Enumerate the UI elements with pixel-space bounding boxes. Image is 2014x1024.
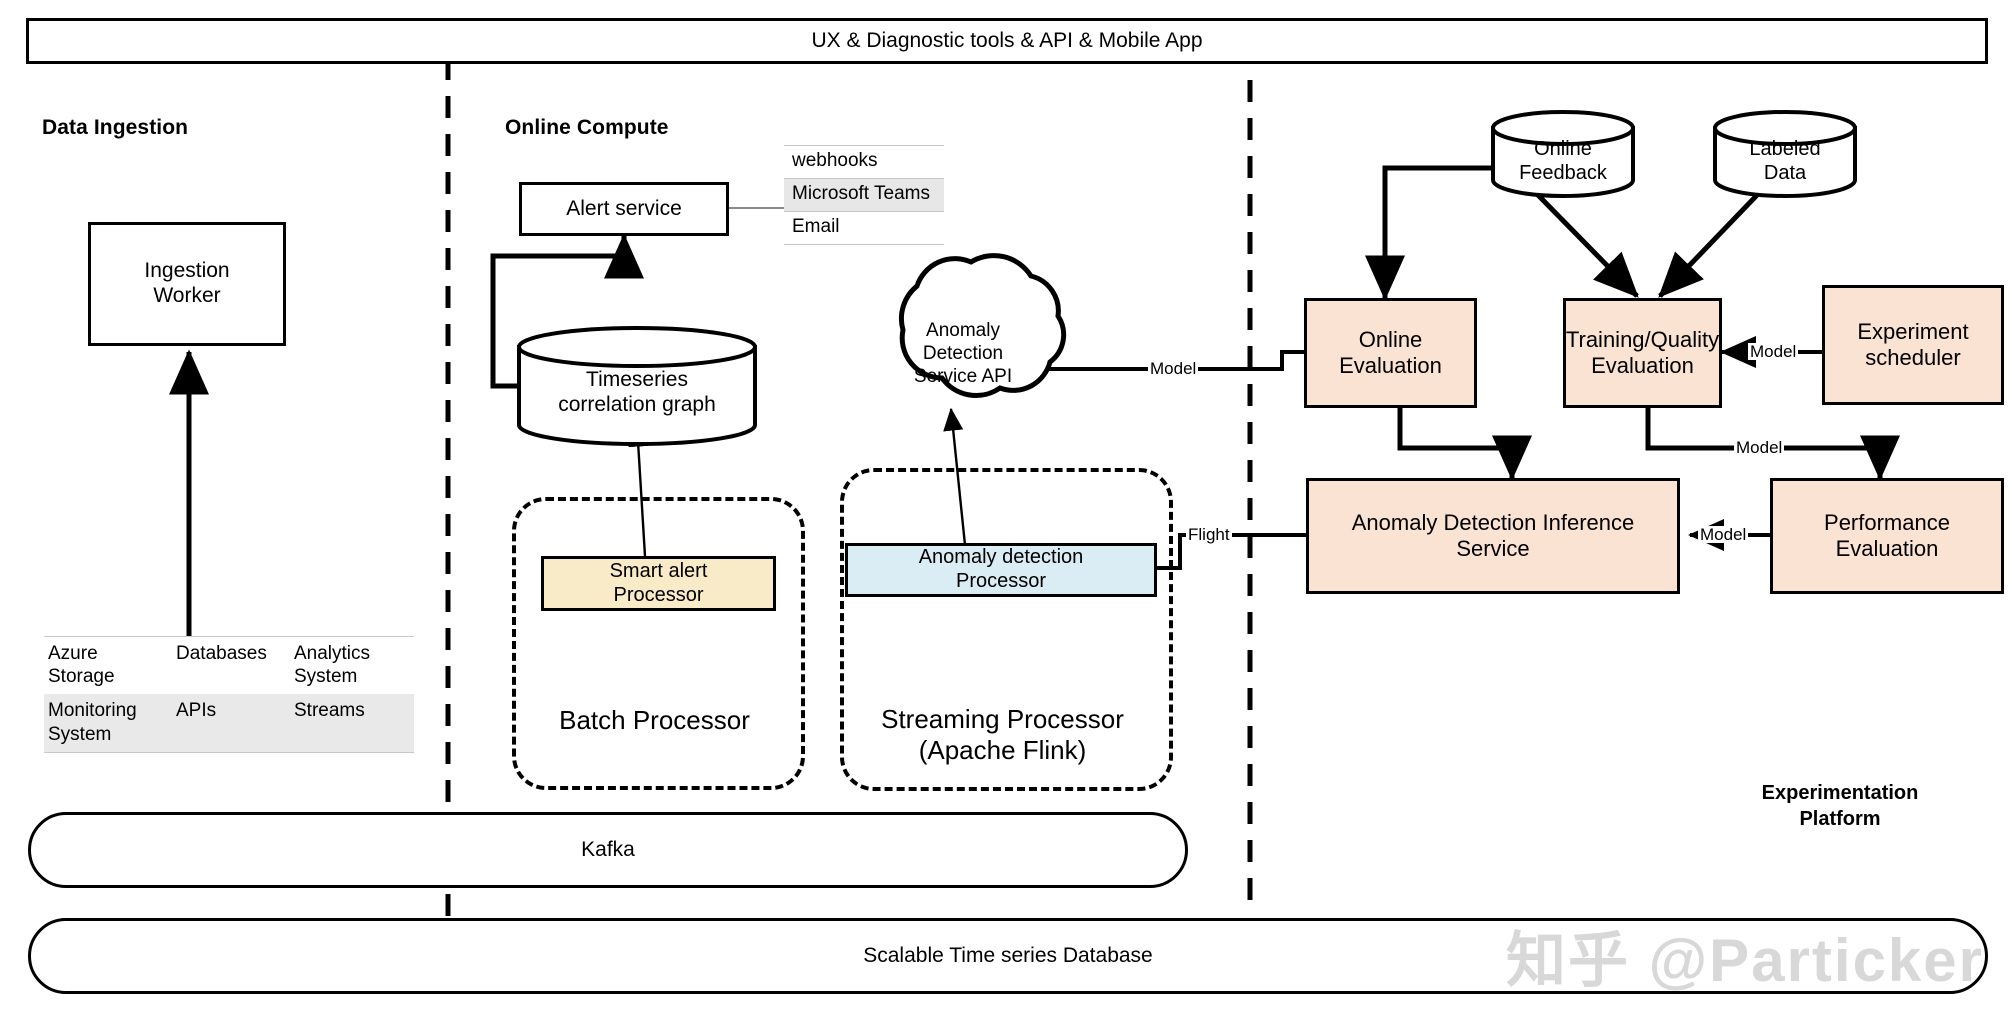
cloud-line2: Detection — [922, 342, 1004, 364]
container-streaming-processor-label: Streaming Processor (Apache Flink) — [840, 700, 1165, 770]
smart-alert-processor-line2: Processor — [613, 583, 704, 606]
notification-channel-microsoft-teams[interactable]: Microsoft Teams — [784, 178, 944, 211]
node-performance-evaluation[interactable]: Performance Evaluation — [1770, 478, 2004, 594]
alert-service-label: Alert service — [566, 196, 682, 220]
data-sources-row[interactable]: Azure Storage Databases Analytics System — [44, 637, 414, 694]
node-ingestion-worker[interactable]: Ingestion Worker — [88, 222, 286, 346]
data-source-cell[interactable]: Databases — [176, 643, 267, 664]
data-sources-row[interactable]: Monitoring System APIs Streams — [44, 694, 414, 752]
data-source-cell[interactable]: Streams — [294, 700, 365, 722]
batch-processor-label: Batch Processor — [559, 704, 750, 735]
node-scalable-timeseries-database[interactable]: Scalable Time series Database — [28, 918, 1988, 994]
node-anomaly-detection-processor[interactable]: Anomaly detection Processor — [845, 543, 1157, 597]
ingestion-worker-line2: Worker — [153, 284, 221, 307]
section-title-online-compute: Online Compute — [505, 116, 669, 139]
online-evaluation-line2: Evaluation — [1339, 353, 1442, 378]
kafka-label: Kafka — [581, 837, 635, 861]
online-feedback-line2: Feedback — [1519, 161, 1607, 184]
node-online-feedback[interactable]: Online Feedback — [1493, 128, 1633, 196]
node-training-quality-evaluation[interactable]: Training/Quality Evaluation — [1563, 298, 1722, 408]
edge-feedback-to-training — [1533, 190, 1639, 298]
notification-channel-email[interactable]: Email — [784, 211, 944, 244]
inference-service-line1: Anomaly Detection Inference — [1351, 510, 1635, 536]
notification-channel-webhooks[interactable]: webhooks — [792, 150, 878, 171]
node-anomaly-detection-inference-service[interactable]: Anomaly Detection Inference Service — [1306, 478, 1680, 594]
cloud-line3: Service API — [913, 365, 1013, 387]
streaming-processor-line1: Streaming Processor — [881, 704, 1124, 735]
online-feedback-label: Online Feedback — [1493, 138, 1633, 185]
container-batch-processor — [512, 497, 805, 790]
experiment-scheduler-line1: Experiment — [1857, 319, 1969, 345]
edge-label-flight-processor-to-inference: Flight — [1186, 525, 1232, 544]
section-title-data-ingestion: Data Ingestion — [42, 116, 189, 139]
experimentation-label-line1: Experimentation — [1761, 782, 1919, 804]
training-quality-evaluation-line1: Training/Quality — [1565, 327, 1720, 353]
data-sources-table: Azure Storage Databases Analytics System… — [44, 636, 414, 753]
container-batch-processor-label: Batch Processor — [512, 700, 797, 740]
scalable-timeseries-db-label: Scalable Time series Database — [863, 943, 1153, 967]
anomaly-detection-processor-line2: Processor — [955, 570, 1047, 592]
online-evaluation-line1: Online — [1358, 327, 1423, 353]
edge-label-model-training-to-performance: Model — [1734, 438, 1785, 457]
header-bar: UX & Diagnostic tools & API & Mobile App — [26, 18, 1988, 64]
training-quality-evaluation-line2: Evaluation — [1591, 353, 1694, 378]
node-smart-alert-processor[interactable]: Smart alert Processor — [541, 556, 776, 611]
edge-label-model-performance-to-inference: Model — [1698, 525, 1749, 544]
edge-label-model-cloud-to-online-eval: Model — [1148, 359, 1199, 378]
labeled-data-line1: Labeled — [1749, 138, 1821, 160]
labeled-data-label: Labeled Data — [1715, 138, 1855, 185]
node-kafka[interactable]: Kafka — [28, 812, 1188, 888]
node-timeseries-correlation-graph[interactable]: Timeseries correlation graph — [519, 347, 755, 444]
timeseries-line1: Timeseries — [586, 368, 688, 391]
edge-feedback-to-online-eval — [1365, 165, 1493, 301]
container-streaming-processor — [840, 468, 1173, 791]
watermark: 知乎 @Particker — [1506, 927, 1985, 994]
experiment-scheduler-line2: scheduler — [1865, 345, 1961, 370]
node-labeled-data[interactable]: Labeled Data — [1715, 128, 1855, 196]
header-bar-label: UX & Diagnostic tools & API & Mobile App — [811, 28, 1203, 52]
data-source-cell[interactable]: APIs — [176, 700, 217, 722]
node-alert-service[interactable]: Alert service — [519, 182, 729, 236]
ingestion-worker-line1: Ingestion — [144, 259, 230, 283]
node-online-evaluation[interactable]: Online Evaluation — [1304, 298, 1477, 408]
streaming-processor-line2: (Apache Flink) — [918, 735, 1087, 765]
edge-label-model-scheduler-to-training: Model — [1748, 342, 1799, 361]
notification-channels-list: webhooks Microsoft Teams Email — [784, 145, 944, 245]
cloud-line1: Anomaly — [926, 320, 1000, 341]
edge-labeled-to-training — [1658, 190, 1762, 298]
inference-service-line2: Service — [1456, 536, 1530, 561]
section-title-experimentation-platform: Experimentation Platform — [1720, 780, 1960, 832]
online-feedback-line1: Online — [1534, 138, 1592, 160]
timeseries-label: Timeseries correlation graph — [519, 368, 755, 418]
performance-evaluation-line2: Evaluation — [1835, 536, 1939, 561]
experimentation-label-line2: Platform — [1799, 808, 1881, 830]
node-anomaly-detection-service-api[interactable]: Anomaly Detection Service API — [873, 320, 1053, 388]
labeled-data-line2: Data — [1763, 161, 1807, 184]
timeseries-line2: correlation graph — [558, 392, 716, 416]
data-source-cell[interactable]: Monitoring System — [48, 700, 137, 745]
data-source-cell[interactable]: Analytics System — [294, 643, 371, 688]
node-experiment-scheduler[interactable]: Experiment scheduler — [1822, 285, 2004, 405]
anomaly-detection-processor-line1: Anomaly detection — [918, 546, 1084, 569]
data-source-cell[interactable]: Azure Storage — [48, 643, 115, 688]
edge-online-eval-to-inference — [1397, 408, 1532, 481]
smart-alert-processor-line1: Smart alert — [609, 559, 708, 582]
performance-evaluation-line1: Performance — [1824, 510, 1950, 536]
